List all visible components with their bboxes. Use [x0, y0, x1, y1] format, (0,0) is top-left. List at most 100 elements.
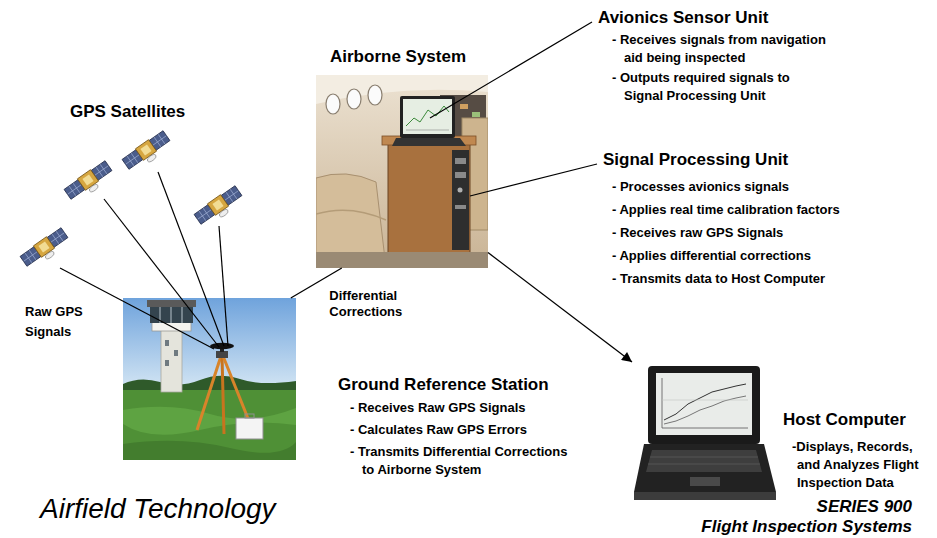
signal-line [219, 226, 228, 346]
ground-station-photo-art [123, 390, 296, 460]
node-heading: Airborne System [330, 47, 466, 67]
ground-station-photo-art [123, 298, 296, 390]
leader-line [470, 164, 597, 196]
airborne-photo-art [316, 174, 386, 268]
host-computer-art [650, 457, 758, 458]
airborne-photo-art [392, 138, 466, 146]
product-title: SERIES 900 [817, 497, 912, 517]
ground-station-photo-art [171, 306, 172, 323]
ground-station-photo-art [223, 356, 251, 426]
ground-station-photo-art [152, 322, 191, 331]
host-computer-art [664, 396, 746, 424]
airborne-photo-art [368, 85, 382, 105]
gps-satellite [194, 185, 246, 230]
host-computer-art [662, 378, 663, 428]
airborne-photo-art [316, 75, 488, 268]
airborne-photo-art [403, 99, 452, 134]
ground-station-photo-art [165, 340, 169, 346]
ground-station-photo-art [161, 330, 182, 392]
ground-station-photo-art [150, 306, 193, 323]
leader-line [430, 22, 592, 118]
unit-bullet: - Processes avionics signals [612, 178, 789, 196]
product-title: Flight Inspection Systems [701, 517, 912, 537]
node-bullet: - Calculates Raw GPS Errors [350, 421, 574, 439]
gps-satellite [64, 160, 116, 205]
company-name: Airfield Technology [40, 493, 276, 525]
airborne-photo-art [462, 118, 488, 230]
ground-station-photo-art [245, 414, 254, 418]
group-heading: GPS Satellites [70, 102, 185, 122]
ground-station-photo: Ground Reference Station- Receives Raw G… [123, 298, 296, 460]
unit-heading: Avionics Sensor Unit [598, 8, 768, 28]
ground-station-photo-art [220, 345, 224, 352]
host-computer-art [634, 444, 776, 492]
host-computer-art [648, 366, 760, 444]
airborne-photo-art [455, 172, 466, 178]
host-computer-art [648, 464, 760, 465]
airborne-photo-art [460, 104, 468, 109]
signal-label: Raw GPS Signals [25, 302, 95, 342]
node-bullet: - Transmits Differential Corrections to … [350, 443, 574, 479]
airborne-photo-art [382, 136, 476, 145]
ground-station-photo-art [147, 300, 196, 307]
signal-line [60, 268, 214, 349]
ground-station-photo-art [123, 376, 296, 394]
ground-station-photo-art [216, 351, 228, 358]
ground-station-photo-art [123, 407, 296, 435]
unit-bullet: - Transmits data to Host Computer [612, 270, 825, 288]
unit-bullet: - Receives raw GPS Signals [612, 224, 783, 242]
caption-group: Host Computer -Displays, Records, and Ana… [783, 410, 925, 492]
caption-group: Airborne System [330, 47, 466, 67]
airborne-photo-art [326, 94, 340, 114]
airborne-photo-art [440, 95, 486, 150]
airborne-photo-art [400, 96, 455, 138]
host-computer-art [662, 400, 748, 401]
airborne-photo-art [316, 75, 488, 268]
ground-station-photo-art [123, 298, 296, 460]
host-computer-art [646, 450, 762, 472]
node-bullet: - Receives Raw GPS Signals [350, 399, 574, 417]
airborne-photo-art [388, 142, 470, 268]
signal-line [158, 172, 224, 346]
gps-satellite [20, 227, 72, 272]
unit-bullet: - Applies real time calibration factors [612, 201, 840, 219]
connector-line [488, 253, 632, 362]
host-computer-art [690, 477, 720, 486]
ground-station-photo-art [174, 350, 178, 356]
host-computer-image: Host Computer-Displays, Records, and Ana… [632, 362, 774, 504]
host-computer-art [634, 366, 776, 500]
ground-station-photo-art [222, 356, 224, 434]
airborne-photo-art [406, 106, 449, 126]
ground-station-photo-art [236, 418, 263, 439]
airborne-photo: Airborne System [316, 75, 488, 268]
airborne-photo-art [316, 252, 488, 268]
gps-satellite [122, 130, 174, 175]
airborne-photo-art [316, 210, 386, 220]
airborne-photo-art [406, 130, 449, 131]
ground-station-photo-art [165, 360, 169, 366]
node-heading: Ground Reference Station [338, 375, 574, 395]
airborne-photo-art [455, 158, 466, 164]
caption-group: Ground Reference Station - Receives Raw G… [338, 375, 574, 479]
ground-station-photo-art [160, 306, 161, 323]
ground-station-photo-art [197, 356, 221, 430]
signal-line [104, 199, 219, 347]
unit-bullet: - Applies differential corrections [612, 247, 811, 265]
airborne-photo-art [452, 150, 469, 250]
node-bullet: -Displays, Records, and Analyzes Flight … [792, 438, 925, 492]
ground-station-photo-art [182, 306, 183, 323]
ground-station-photo-art [123, 441, 296, 460]
airborne-photo-art [472, 112, 480, 117]
node-heading: Host Computer [783, 410, 925, 430]
signal-line [60, 172, 228, 349]
airborne-photo-art [458, 188, 463, 193]
host-computer-art [656, 373, 752, 435]
airborne-photo-art [446, 104, 454, 109]
unit-bullet: - Receives signals from navigation aid b… [612, 31, 836, 67]
airborne-photo-art [316, 75, 488, 104]
unit-bullet: - Outputs required signals to Signal Pro… [612, 69, 814, 105]
host-computer-art [662, 428, 748, 429]
airborne-photo-art [455, 205, 466, 209]
unit-heading: Signal Processing Unit [603, 150, 788, 170]
